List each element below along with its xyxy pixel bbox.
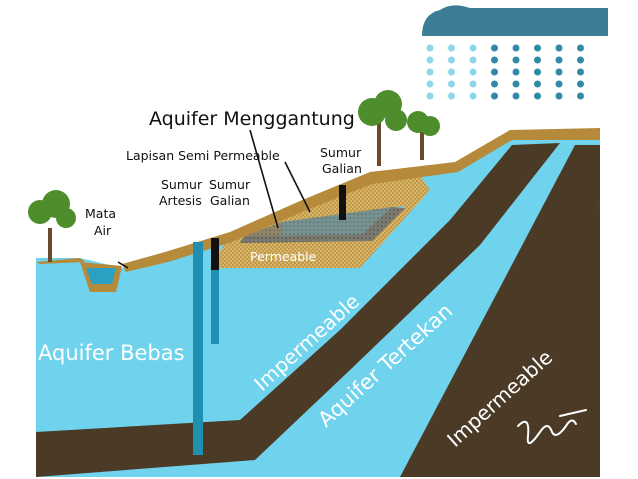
semi-permeable-layer (240, 207, 405, 243)
dug-well-mid-water (211, 270, 219, 344)
rain-drop (469, 80, 477, 88)
permeable-label: Permeable (250, 249, 317, 264)
sumur-artesis-label-1: Sumur (161, 177, 203, 192)
rain-drop (491, 68, 498, 76)
impermeable-upper-layer (36, 143, 560, 477)
rain-drop (512, 92, 520, 100)
rain-drop (448, 92, 455, 100)
signature-mark (517, 409, 587, 444)
artesian-well-pipe (193, 242, 203, 455)
tree-icon (407, 111, 440, 160)
dug-well-top-pipe (339, 185, 346, 220)
rain-drop (469, 68, 477, 76)
sumur-galian-top-label-1: Sumur (320, 145, 362, 160)
mata-air-label-2: Air (94, 223, 112, 238)
rain-drop (512, 68, 520, 76)
rain-drop (555, 92, 563, 100)
rain-drop (534, 68, 541, 76)
rain-drop (491, 56, 498, 64)
rain-drop (577, 92, 584, 100)
rain-drop (577, 44, 584, 52)
rain-cloud-icon (422, 5, 608, 100)
sumur-artesis-label-2: Artesis (159, 193, 202, 208)
sumur-galian-top-label-2: Galian (322, 161, 362, 176)
ground-surface-slope (122, 128, 600, 272)
rain-drop (448, 68, 455, 76)
title-label: Aquifer Menggantung (149, 108, 355, 130)
rain-drop (426, 68, 434, 76)
tree-icon (28, 190, 76, 262)
rain-drop (534, 92, 541, 100)
rain-drop (491, 92, 498, 100)
rain-drop (491, 44, 498, 52)
rain-drop (555, 68, 563, 76)
rain-drop (555, 56, 563, 64)
spring-water (86, 268, 116, 284)
rain-drop (469, 44, 477, 52)
rain-drop (534, 80, 541, 88)
aquifer-bebas-label: Aquifer Bebas (38, 341, 185, 365)
rain-drop (426, 56, 434, 64)
rain-drop (512, 44, 520, 52)
impermeable-lower-edge (400, 145, 600, 477)
rain-drop (512, 80, 520, 88)
sumur-galian-mid-label-2: Galian (210, 193, 250, 208)
rain-drop (448, 80, 455, 88)
rain-drop (577, 68, 584, 76)
rain-drop (534, 56, 541, 64)
semi-permeable-label: Lapisan Semi Permeable (126, 148, 280, 163)
rain-drop (426, 80, 434, 88)
rain-drop (534, 44, 541, 52)
ground-surface (36, 258, 85, 264)
rain-drop (469, 92, 477, 100)
rain-drop (426, 44, 434, 52)
rain-drop (469, 56, 477, 64)
rain-drop (555, 44, 563, 52)
rain-drop (577, 56, 584, 64)
rain-drop (491, 80, 498, 88)
sumur-galian-mid-label-1: Sumur (209, 177, 251, 192)
mata-air-label-1: Mata (85, 206, 116, 221)
rain-drop (426, 92, 434, 100)
rain-drop (512, 56, 520, 64)
dug-well-mid-pipe (211, 238, 219, 270)
rain-drop (448, 44, 455, 52)
leader-lines (117, 129, 311, 269)
tree-icon (358, 90, 407, 166)
rain-drop (577, 80, 584, 88)
semi-permeable-fill (244, 207, 392, 236)
rain-drop (448, 56, 455, 64)
rain-drop (555, 80, 563, 88)
